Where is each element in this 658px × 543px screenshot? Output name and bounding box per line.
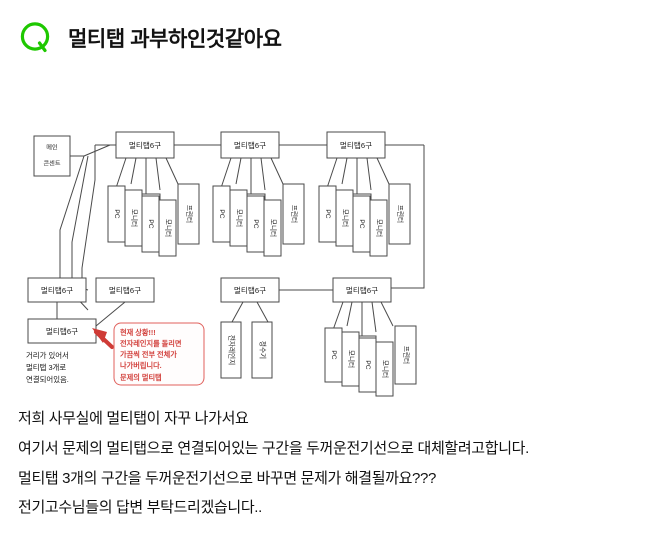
device-monitor: 모니터 — [341, 209, 350, 227]
wiring-diagram: 메인 콘센트 멀티탭6구 PC — [0, 120, 658, 405]
body-line-4: 전기고수님들의 답변 부탁드리겠습니다.. — [18, 499, 262, 517]
tap-top-2-drop-lines — [220, 157, 284, 200]
callout-line2: 전자레인지를 돌리면 — [120, 339, 182, 348]
wiring-diagram-svg: 메인 콘센트 멀티탭6구 PC — [26, 131, 425, 397]
tap-mid-right: 멀티탭6구 PC 모니터 PC — [324, 277, 417, 397]
device-pc: PC — [147, 219, 154, 228]
callout-line5: 문제의 멀티탭 — [120, 373, 162, 382]
device-monitor: 모니터 — [130, 209, 139, 227]
tap-top-3-devices: PC 모니터 PC 모니터 프린터 — [318, 183, 411, 257]
tap-top-3: 멀티탭6구 PC 모니터 PC — [318, 131, 411, 257]
device-monitor: 모니터 — [347, 350, 356, 368]
tap-top-1-label: 멀티탭6구 — [129, 140, 161, 150]
device-printer: 프린터 — [402, 346, 411, 364]
device-monitor: 모니터 — [381, 360, 390, 378]
device-pc: PC — [364, 360, 371, 369]
q-circle-icon — [20, 22, 50, 53]
main-outlet-line1: 메인 — [46, 144, 58, 152]
device-microwave: 전자레인지 — [227, 335, 236, 365]
tap-mid-left-1: 멀티탭6구 — [27, 277, 87, 303]
tap-mid-left-2-label: 멀티탭6구 — [109, 285, 141, 295]
tap-top-2: 멀티탭6구 PC 모니터 PC — [212, 131, 305, 257]
tap-problem-label: 멀티탭6구 — [46, 326, 78, 336]
tap-top-1-devices: PC 모니터 PC 모니터 프린터 — [107, 183, 200, 257]
body-line-1: 저희 사무실에 멀티탭이 자꾸 나가서요 — [18, 410, 249, 427]
body-line-3: 멀티탭 3개의 구간을 두꺼운전기선으로 바꾸면 문제가 해결될까요??? — [18, 469, 437, 487]
tap-problem: 멀티탭6구 — [27, 301, 126, 344]
page-title: 멀티탭 과부하인것같아요 — [68, 28, 282, 51]
callout-line1: 현재 상황!!! — [120, 328, 156, 337]
device-pc: PC — [113, 209, 120, 218]
tap-mid-right-label: 멀티탭6구 — [346, 285, 378, 295]
caption-left-line2: 멀티탭 3개로 — [26, 363, 66, 372]
device-monitor: 모니터 — [375, 219, 384, 237]
body-line-2: 여기서 문제의 멀티탭으로 연결되어있는 구간을 두꺼운전기선으로 대체할려고합… — [18, 439, 529, 457]
caption-left: 거리가 있어서 멀티탭 3개로 연결되어있음. — [26, 351, 69, 384]
tap-mid-left-2: 멀티탭6구 — [95, 277, 155, 303]
device-pc: PC — [218, 209, 225, 218]
caption-left-line1: 거리가 있어서 — [26, 351, 69, 360]
device-monitor: 모니터 — [269, 219, 278, 237]
caption-left-line3: 연결되어있음. — [26, 375, 69, 384]
tap-mid-right-devices: PC 모니터 PC 모니터 프린터 — [324, 325, 417, 397]
device-printer: 프린터 — [396, 205, 405, 223]
main-outlet-node: 메인 콘센트 — [33, 135, 71, 177]
main-outlet-line2: 콘센트 — [43, 160, 60, 168]
tap-mid-left-1-label: 멀티탭6구 — [41, 285, 73, 295]
red-callout: 현재 상황!!! 전자레인지를 돌리면 가끔씩 전부 전체가 나가버립니다. 문… — [113, 322, 205, 386]
tap-mid-center: 멀티탭6구 전자레인지 정수기 — [220, 277, 333, 379]
device-monitor: 모니터 — [235, 209, 244, 227]
device-monitor: 모니터 — [164, 219, 173, 237]
tap-top-2-devices: PC 모니터 PC 모니터 프린터 — [212, 183, 305, 257]
device-pc: PC — [324, 209, 331, 218]
callout-line3: 가끔씩 전부 전체가 — [120, 350, 177, 359]
device-printer: 프린터 — [290, 205, 299, 223]
tap-top-3-label: 멀티탭6구 — [340, 140, 372, 150]
tap-top-2-label: 멀티탭6구 — [234, 140, 266, 150]
device-printer: 프린터 — [185, 205, 194, 223]
callout-line4: 나가버립니다. — [120, 361, 162, 370]
tap-mid-center-label: 멀티탭6구 — [234, 285, 266, 295]
question-body: 저희 사무실에 멀티탭이 자꾸 나가서요 여기서 문제의 멀티탭으로 연결되어있… — [18, 408, 648, 527]
question-header: 멀티탭 과부하인것같아요 — [0, 10, 658, 66]
device-water-purifier: 정수기 — [258, 341, 267, 359]
red-arrow-icon — [92, 328, 114, 349]
device-pc: PC — [252, 219, 259, 228]
device-pc: PC — [358, 219, 365, 228]
device-pc: PC — [330, 350, 337, 359]
tap-top-1: 멀티탭6구 PC 모니터 PC — [107, 131, 200, 257]
